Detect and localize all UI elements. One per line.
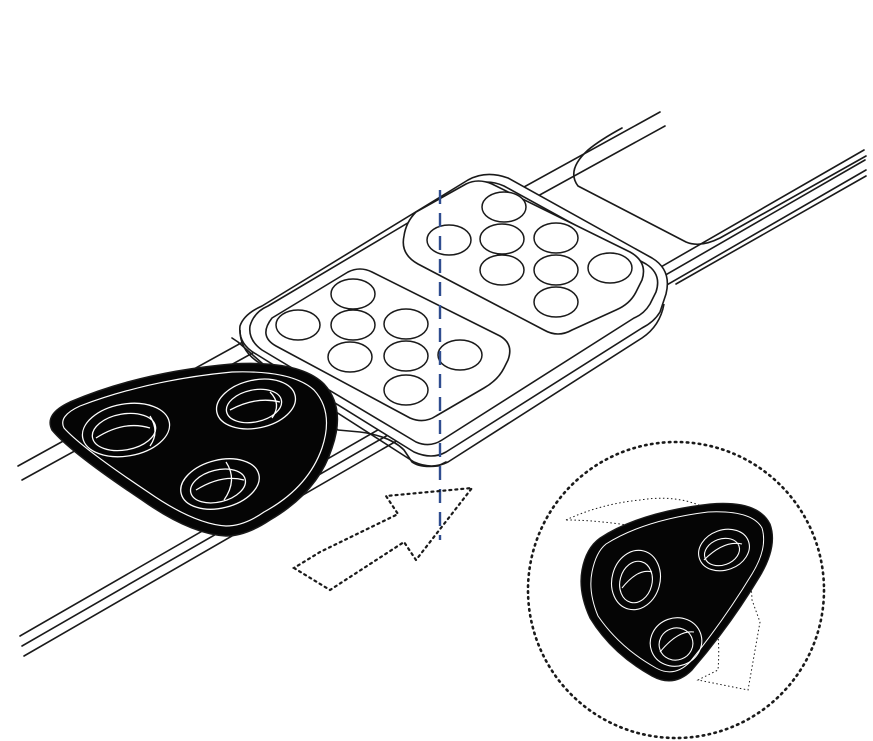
callout-circle	[526, 440, 826, 740]
left-button-group-button	[275, 309, 321, 341]
module-base-skirt	[239, 303, 665, 467]
slide-direction-arrow	[291, 486, 475, 592]
left-button-group-button	[330, 309, 376, 341]
right-button-pad	[402, 180, 645, 335]
right-button-group-button	[481, 191, 527, 223]
pick-button-left	[81, 402, 171, 458]
right-button-group-button	[587, 252, 633, 284]
right-button-group-button	[533, 286, 579, 318]
callout-pick-button-bottom	[649, 617, 703, 667]
left-button-group-button	[383, 308, 429, 340]
left-button-group	[275, 278, 483, 406]
callout-pick-body	[580, 502, 774, 682]
right-button-group	[426, 191, 633, 318]
callout-pick-button-left	[611, 549, 661, 611]
pick-body	[49, 362, 339, 537]
callout-pick-button-right	[698, 528, 750, 572]
left-button-pad	[265, 268, 511, 422]
right-button-group-button	[533, 254, 579, 286]
right-button-group-button	[533, 222, 579, 254]
right-button-group-button	[426, 224, 472, 256]
right-button-group-button	[479, 254, 525, 286]
left-button-group-button	[437, 339, 483, 371]
pick-piece	[49, 362, 339, 537]
pick-button-bottom	[180, 458, 260, 510]
pick-inner-outline	[62, 371, 328, 527]
right-button-group-button	[479, 223, 525, 255]
left-button-group-button	[327, 341, 373, 373]
left-button-group-button	[383, 340, 429, 372]
track-end-socket-lip	[675, 175, 867, 285]
track-end-socket	[572, 127, 867, 246]
left-button-group-button	[383, 374, 429, 406]
rotation-detail-callout	[526, 440, 826, 740]
left-button-group-button	[330, 278, 376, 310]
pick-button-top	[215, 378, 297, 430]
